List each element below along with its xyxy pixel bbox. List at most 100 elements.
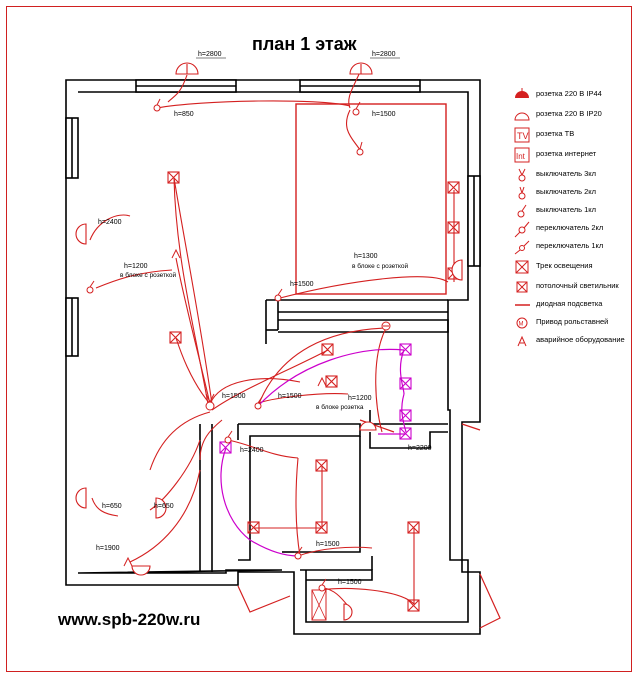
switch-2-icon (518, 186, 526, 200)
passthrough-switch-1-icon (514, 240, 530, 255)
legend-item: Int розетка интернет (512, 146, 634, 164)
ceiling-light-icon (167, 171, 180, 184)
dim-h1200-left: h=1200 (124, 263, 148, 270)
legend-item: переключатель 2кл (512, 220, 634, 238)
ceiling-light-icon (315, 459, 328, 472)
emergency-markers (123, 248, 327, 567)
legend-item: переключатель 1кл (512, 238, 634, 256)
track-lights (219, 343, 412, 454)
ceiling-light-icon (247, 521, 260, 534)
dim-h2400-center: h=2400 (240, 447, 264, 454)
socket-ip20-icon (75, 487, 87, 509)
track-light-icon (515, 260, 529, 274)
hall-wall (278, 319, 449, 333)
dim-h2800-right: h=2800 (372, 51, 396, 58)
legend-item: аварийное оборудование (512, 332, 634, 350)
legend-label: розетка интернет (536, 149, 597, 158)
legend-label: аварийное оборудование (536, 335, 625, 344)
dim-h1500-hall-b: h=1500 (278, 393, 302, 400)
dim-h1500-top: h=1500 (372, 111, 396, 118)
dim-h1200-hall-note: в блоке розетка (316, 403, 364, 411)
drawing-frame (6, 6, 632, 672)
internet-socket-icon: Int (514, 147, 530, 163)
ceiling-light-icon (315, 521, 328, 534)
switches (86, 98, 391, 592)
socket-ip20-icon (131, 565, 151, 576)
track-light-icon (399, 409, 412, 422)
ceiling-light-icon (169, 331, 182, 344)
socket-ip20-icon (359, 421, 377, 431)
bedroom-wall (265, 299, 448, 344)
blind-drive-icon: M (516, 317, 528, 329)
switch-3-icon (518, 168, 526, 182)
dim-h1900: h=1900 (96, 545, 120, 552)
legend-item: потолочный светильник (512, 278, 634, 296)
legend-label: переключатель 1кл (536, 241, 604, 250)
legend-item: TV розетка ТВ (512, 126, 634, 144)
dim-h650-b: h=650 (154, 503, 174, 510)
dim-h2800-left: h=2800 (198, 51, 222, 58)
dim-h1500-bath: h=1500 (316, 541, 340, 548)
walls (65, 79, 481, 635)
socket-ip44-icon (349, 62, 373, 75)
legend-item: M Привод рольставней (512, 314, 634, 332)
outer-wall (65, 79, 481, 635)
legend-label: выключатель 2кл (536, 187, 597, 196)
legend-label: Трек освещения (536, 261, 593, 270)
dim-h1500-bottom: h=1500 (338, 579, 362, 586)
socket-ip20-icon (343, 603, 353, 621)
passthrough-switch-2-icon (514, 221, 530, 238)
legend-item: Трек освещения (512, 258, 634, 276)
dimension-labels: h=2800 h=2800 h=850 h=1500 h=2400 h=1200… (96, 51, 432, 586)
wiring (89, 71, 455, 607)
legend-label: диодная подсветка (536, 299, 603, 308)
website-url[interactable]: www.spb-220w.ru (58, 610, 201, 629)
legend-item: выключатель 3кл (512, 166, 634, 184)
socket-ip20-icon (155, 497, 167, 519)
svg-text:Int: Int (516, 152, 526, 161)
dim-h1300: h=1300 (354, 253, 378, 260)
switch-1-icon (224, 430, 233, 444)
switch-2-icon (254, 396, 263, 410)
track-light-icon (219, 441, 232, 454)
ceiling-light-icon (407, 521, 420, 534)
switch-3-icon (205, 393, 215, 411)
dim-h850: h=850 (174, 111, 194, 118)
dim-h1500-bedroom: h=1500 (290, 281, 314, 288)
track-light-icon (399, 377, 412, 390)
dim-h1500-hall-a: h=1500 (222, 393, 246, 400)
inner-wall-line (77, 91, 469, 623)
legend-label: переключатель 2кл (536, 223, 604, 232)
led-strip-icon (515, 304, 530, 306)
emergency-equipment-icon (517, 335, 527, 347)
legend-label: потолочный светильник (536, 281, 619, 290)
partition-center (199, 424, 213, 572)
dim-h2400-left: h=2400 (98, 219, 122, 226)
legend-item: розетка 220 В IP44 (512, 86, 634, 104)
switch-1-icon (294, 546, 303, 560)
emergency-equipment-icon (317, 376, 327, 387)
socket-ip44-icon (515, 88, 529, 98)
ceiling-light-icon (321, 343, 334, 356)
switch-1-icon (86, 280, 95, 294)
dim-h1300-note: в блоке с розеткой (352, 262, 409, 270)
ceiling-light-icon (325, 375, 338, 388)
dim-h2200: h=2200 (408, 445, 432, 452)
doors (237, 419, 501, 629)
dim-h1200-hall: h=1200 (348, 395, 372, 402)
ceiling-light-icon (516, 281, 528, 293)
legend-label: выключатель 1кл (536, 205, 597, 214)
emergency-equipment-icon (171, 248, 181, 259)
socket-ip20-icon (75, 223, 87, 245)
ceiling-light-icon (447, 221, 460, 234)
track-light-icon (399, 343, 412, 356)
ceiling-light-icon (407, 599, 420, 612)
legend-label: розетка 220 В IP44 (536, 89, 602, 98)
svg-text:TV: TV (517, 131, 529, 141)
bedroom-track (295, 103, 447, 295)
legend-item: розетка 220 В IP20 (512, 106, 634, 124)
track-light-icon (399, 427, 412, 440)
dim-h1200-left-note: в блоке с розеткой (120, 271, 177, 279)
switch-1-icon (274, 288, 283, 302)
